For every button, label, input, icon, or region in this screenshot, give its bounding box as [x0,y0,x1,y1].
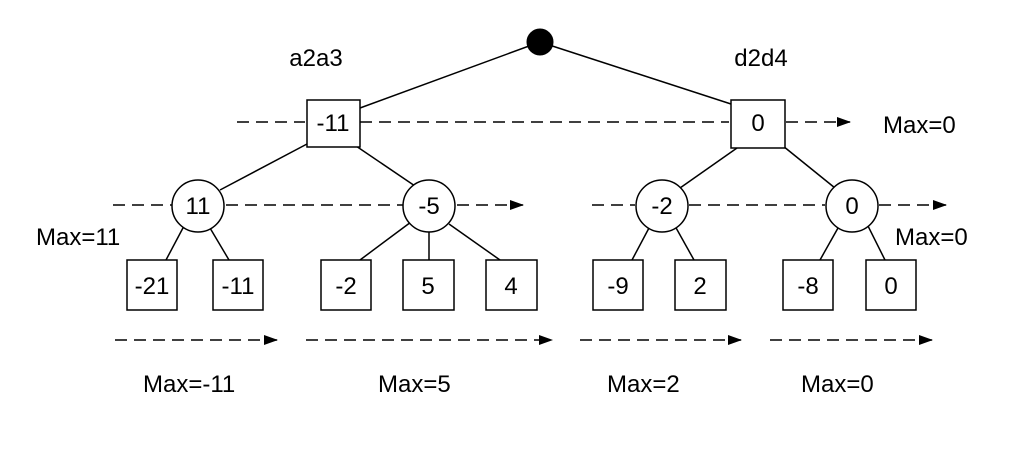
move-label-left: a2a3 [289,45,342,72]
edge-root-left [359,41,541,109]
edge-l2b-leaf3 [359,221,412,261]
node-value: 5 [421,273,434,300]
leaf-node: -8 [782,259,834,311]
edge-l2c-leaf6 [631,227,650,261]
node-square [592,259,644,311]
edge-l2d-leaf9 [866,223,886,261]
node-value: 0 [884,273,897,300]
edge-root-right [539,41,732,105]
leaf-node: 0 [865,259,917,311]
node-square [212,259,264,311]
node-value: -21 [135,273,170,300]
leaf-node: -2 [320,259,372,311]
max-label-top: Max=0 [883,112,956,139]
node-square [782,259,834,311]
node-value: 11 [186,193,211,220]
leaf-node: 4 [485,259,538,311]
leaf-node: 2 [674,259,727,311]
leaf-node: 5 [402,259,455,311]
leaf-node: -11 [212,259,264,311]
node-value: -11 [317,110,350,137]
level2-node: -2 [635,179,689,233]
leaf-node: -9 [592,259,644,311]
dashed-lines [113,117,947,345]
node-square [674,259,727,311]
edge-l2b-leaf5 [448,223,501,261]
edge-l2a-leaf2 [209,227,230,261]
max-label-mid-left: Max=11 [36,224,120,251]
max-label-mid-right: Max=0 [895,224,968,251]
node-value: 0 [751,110,764,137]
node-square [306,99,361,148]
level1-node: 0 [730,99,786,149]
node-square [402,259,455,311]
max-label-bottom: Max=5 [378,371,451,398]
max-label-bottom: Max=2 [607,371,680,398]
node-value: -5 [418,193,439,220]
node-square [126,259,178,311]
node-value: -11 [222,273,255,300]
node-circle [402,179,456,233]
node-square [865,259,917,311]
edge-l2c-leaf7 [674,225,695,261]
tree-edges [165,41,886,261]
edge-l1b-l2d [782,145,836,189]
level2-node: -5 [402,179,456,233]
edge-l2a-leaf1 [165,225,185,261]
node-value: 0 [845,193,858,220]
edge-l1a-l2a [219,143,308,191]
node-value: -2 [335,273,356,300]
node-circle [635,179,689,233]
node-value: -2 [651,193,672,220]
node-square [320,259,372,311]
edge-l1a-l2b [355,145,416,187]
node-square [730,99,786,149]
root-node [526,28,554,56]
node-circle [825,179,879,233]
level2-node: 0 [825,179,879,233]
node-value: 4 [504,273,517,300]
move-label-right: d2d4 [734,45,787,72]
edge-l2d-leaf8 [819,227,839,261]
node-value: 2 [693,273,706,300]
node-value: -9 [607,273,628,300]
level2-node: 11 [171,179,225,233]
max-label-bottom: Max=-11 [143,371,235,398]
node-circle [171,179,225,233]
node-value: -8 [797,273,818,300]
level1-node: -11 [306,99,361,148]
node-square [485,259,538,311]
max-label-bottom: Max=0 [801,371,874,398]
leaf-node: -21 [126,259,178,311]
edge-l1b-l2c [679,147,738,189]
